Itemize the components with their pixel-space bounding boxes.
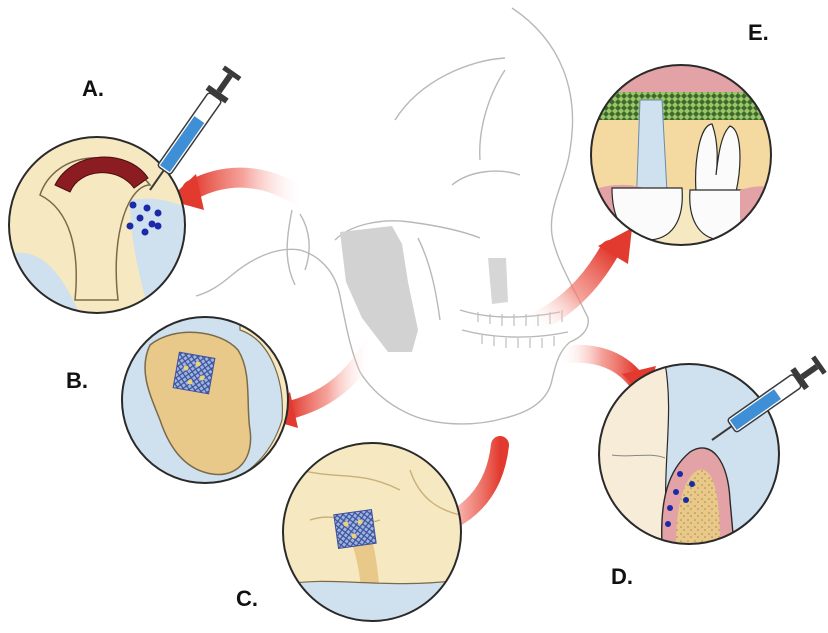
arrow-to-e xyxy=(530,228,632,325)
panel-label-e: E. xyxy=(748,20,769,46)
panel-label-a: A. xyxy=(82,76,104,102)
panel-b-circle xyxy=(120,315,290,485)
panel-d-circle xyxy=(598,363,780,545)
arrow-to-a xyxy=(168,174,305,210)
panel-label-c: C. xyxy=(236,586,258,612)
panel-label-d: D. xyxy=(611,564,633,590)
panel-label-b: B. xyxy=(66,368,88,394)
mandible-shade-small xyxy=(488,258,508,304)
mandible-ramus-shade xyxy=(340,226,418,352)
panel-e-circle xyxy=(590,65,772,247)
panel-c-circle xyxy=(280,440,465,625)
